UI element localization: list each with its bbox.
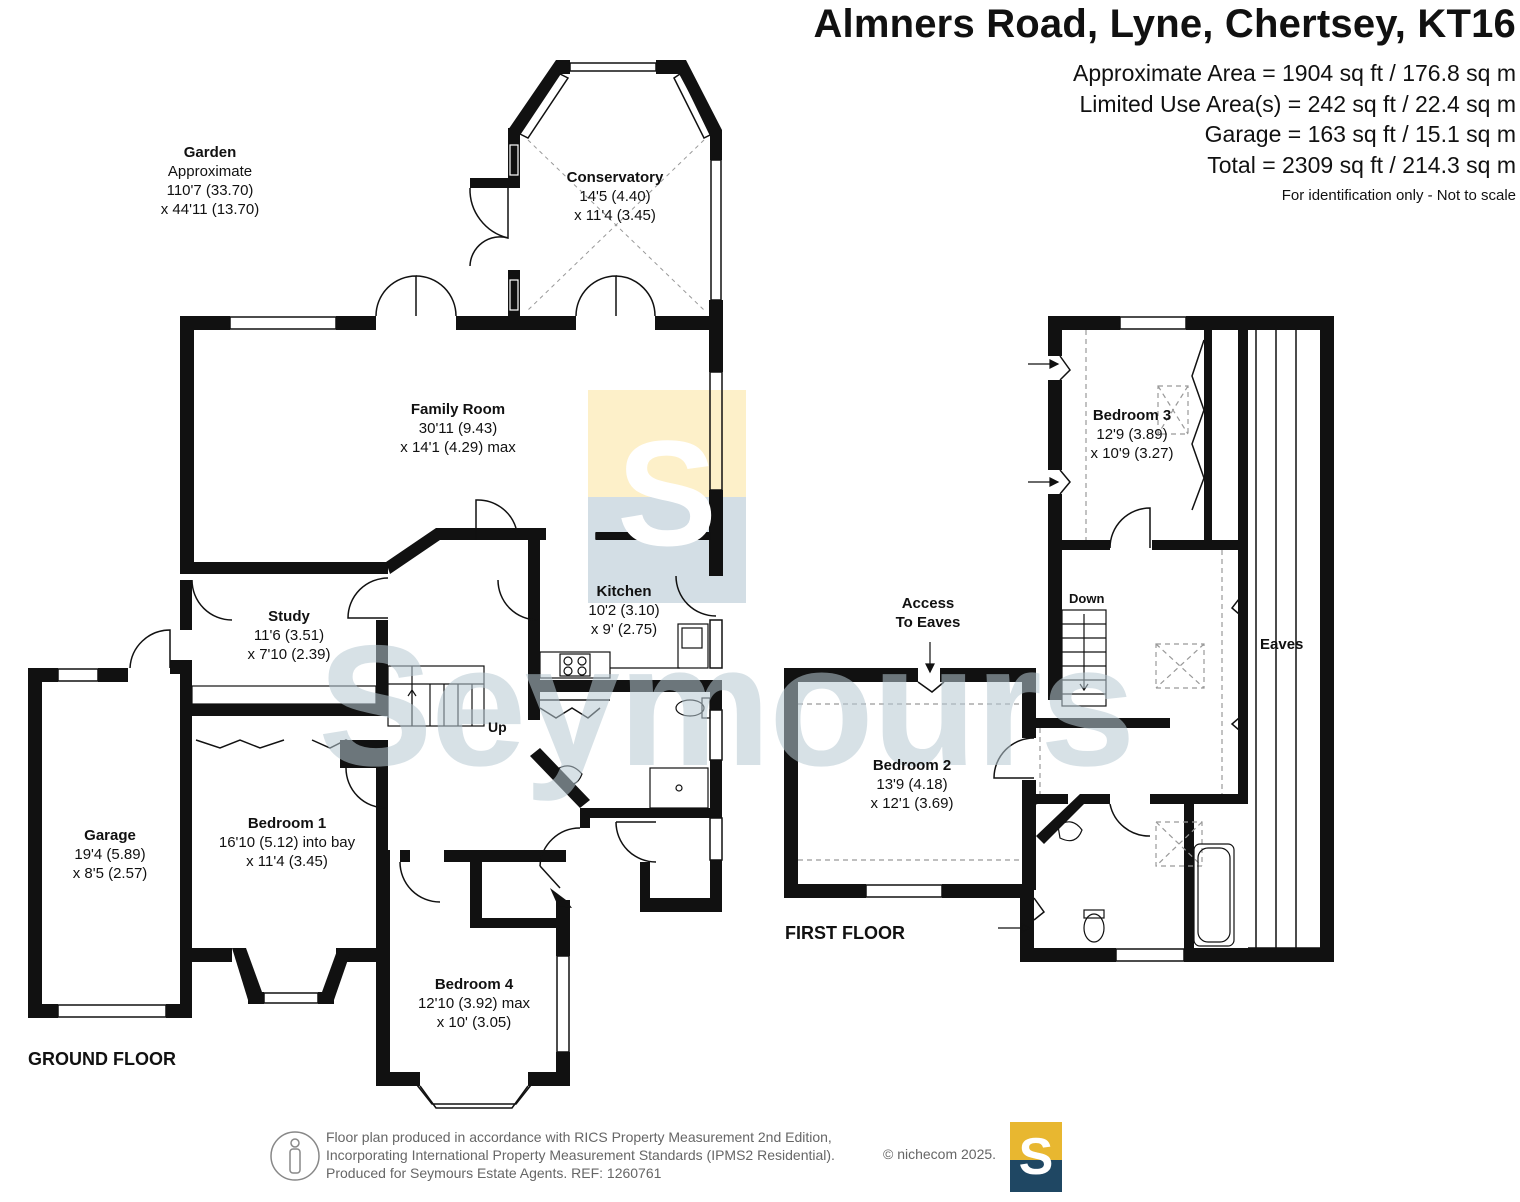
- room-bedroom-3: Bedroom 3 12'9 (3.89) x 10'9 (3.27): [1090, 407, 1174, 462]
- room-bedroom-2: Bedroom 2 13'9 (4.18) x 12'1 (3.69): [870, 757, 954, 812]
- room-garden: Garden Approximate 110'7 (33.70) x 44'11…: [160, 144, 260, 218]
- area-approximate: Approximate Area = 1904 sq ft / 176.8 sq…: [1072, 60, 1516, 86]
- eaves-label: Eaves: [1260, 636, 1304, 653]
- area-total: Total = 2309 sq ft / 214.3 sq m: [1207, 152, 1516, 178]
- footer-logo-letter: S: [1018, 1128, 1054, 1186]
- ground-floor-label: GROUND FLOOR: [28, 1049, 176, 1069]
- fixtures: [539, 623, 711, 809]
- area-garage: Garage = 163 sq ft / 15.1 sq m: [1204, 121, 1516, 147]
- watermark-logo-letter: S: [616, 409, 718, 577]
- first-floor-doors: [917, 339, 1247, 921]
- first-floor-arrows: [925, 359, 1060, 933]
- access-to-eaves-label: Access To Eaves: [895, 595, 961, 631]
- person-icon: [270, 1131, 320, 1181]
- door-swings: [129, 187, 717, 903]
- footer-logo: [1010, 1122, 1062, 1192]
- room-garage: Garage 19'4 (5.89) x 8'5 (2.57): [72, 827, 148, 882]
- room-bedroom-1: Bedroom 1 16'10 (5.12) into bay x 11'4 (…: [218, 815, 356, 870]
- stairs-down-label: Down: [1069, 591, 1105, 606]
- first-floor-windows: [865, 316, 1320, 962]
- room-kitchen: Kitchen 10'2 (3.10) x 9' (2.75): [588, 583, 660, 638]
- property-title: Almners Road, Lyne, Chertsey, KT16: [813, 2, 1516, 46]
- scale-note: For identification only - Not to scale: [1281, 187, 1516, 204]
- footer-text: Floor plan produced in accordance with R…: [326, 1129, 835, 1181]
- first-floor-walls: [784, 316, 1334, 962]
- ground-floor-windows: [57, 316, 723, 1109]
- first-floor-fixtures: [1057, 821, 1235, 947]
- room-family-room: Family Room 30'11 (9.43) x 14'1 (4.29) m…: [400, 401, 516, 456]
- first-floor-dashed: [798, 330, 1223, 867]
- first-floor-stairs: [1061, 609, 1107, 707]
- ground-floor-stairs: [191, 665, 485, 727]
- room-study: Study 11'6 (3.51) x 7'10 (2.39): [247, 608, 331, 663]
- conservatory-structure: [470, 60, 722, 316]
- first-floor-label: FIRST FLOOR: [785, 923, 905, 943]
- room-bedroom-4: Bedroom 4 12'10 (3.92) max x 10' (3.05): [417, 976, 531, 1031]
- stairs-up-label: Up: [488, 719, 507, 735]
- watermark-text: Seymours: [318, 610, 1136, 802]
- room-conservatory: Conservatory 14'5 (4.40) x 11'4 (3.45): [566, 169, 664, 224]
- area-limited-use: Limited Use Area(s) = 242 sq ft / 22.4 s…: [1079, 91, 1516, 117]
- copyright-text: © nichecom 2025.: [883, 1146, 997, 1162]
